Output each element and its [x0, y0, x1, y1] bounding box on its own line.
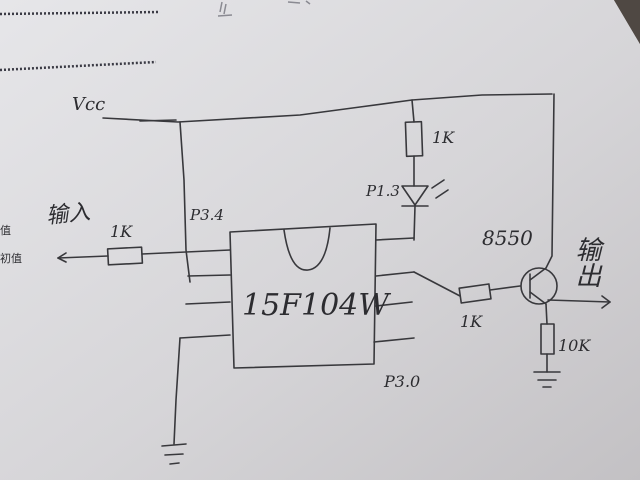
led-branch-wire — [411, 99, 415, 123]
vcc-rail-wire — [102, 93, 553, 123]
printed-dotted-rule — [0, 10, 161, 16]
input-label: 输入 — [45, 199, 92, 230]
chip-pin-right — [375, 237, 415, 241]
ground-symbol — [161, 443, 187, 465]
led-branch-wire — [413, 205, 416, 241]
emitter-resistor-label: 10K — [558, 336, 591, 355]
transistor-label: 8550 — [482, 226, 533, 250]
input-resistor-label: 1K — [110, 222, 133, 241]
led-resistor-label: 1K — [432, 128, 455, 147]
bleed-through-scribble — [217, 1, 233, 17]
printed-text: 初值 — [0, 252, 22, 265]
transistor-8550 — [520, 267, 558, 305]
bleed-through-scribble — [287, 0, 311, 5]
chip-label: 15F104W — [242, 288, 390, 323]
chip-pin-right — [375, 301, 413, 307]
vcc-rail-mark — [139, 119, 177, 122]
input-wire — [57, 255, 109, 259]
chip-notch — [283, 227, 331, 271]
transistor-leads — [529, 267, 547, 305]
resistor-to-chip-wire — [141, 249, 231, 255]
collector-wire — [545, 93, 555, 269]
base-resistor-label: 1K — [460, 312, 483, 331]
emitter-wire — [545, 303, 548, 325]
printed-text: 值 — [0, 224, 11, 237]
output-wire — [547, 299, 611, 303]
chip-body — [229, 223, 377, 369]
input-resistor — [106, 246, 144, 266]
chip-pin-left — [185, 301, 231, 305]
vcc-label: Vcc — [72, 94, 106, 115]
paper-shadow — [614, 0, 640, 44]
vcc-to-p34-wire — [179, 121, 191, 283]
p13-pin-label: P1.3 — [366, 182, 400, 200]
input-arrow — [57, 252, 67, 263]
chip-pin-right — [373, 337, 415, 343]
base-drive-wire — [489, 285, 521, 291]
ground-symbol — [533, 371, 561, 388]
base-resistor — [458, 283, 492, 304]
p30-pin-label: P3.0 — [384, 372, 421, 391]
chip-pin-right — [375, 271, 415, 277]
output-label: 输出 — [571, 236, 601, 288]
chip-pin-left — [179, 334, 231, 339]
base-drive-wire — [413, 271, 461, 297]
chip-pin-left — [187, 274, 231, 277]
ground-wire — [173, 337, 181, 445]
led-glow-arrow — [431, 179, 449, 199]
output-arrow — [601, 295, 611, 309]
p34-pin-label: P3.4 — [190, 206, 224, 224]
